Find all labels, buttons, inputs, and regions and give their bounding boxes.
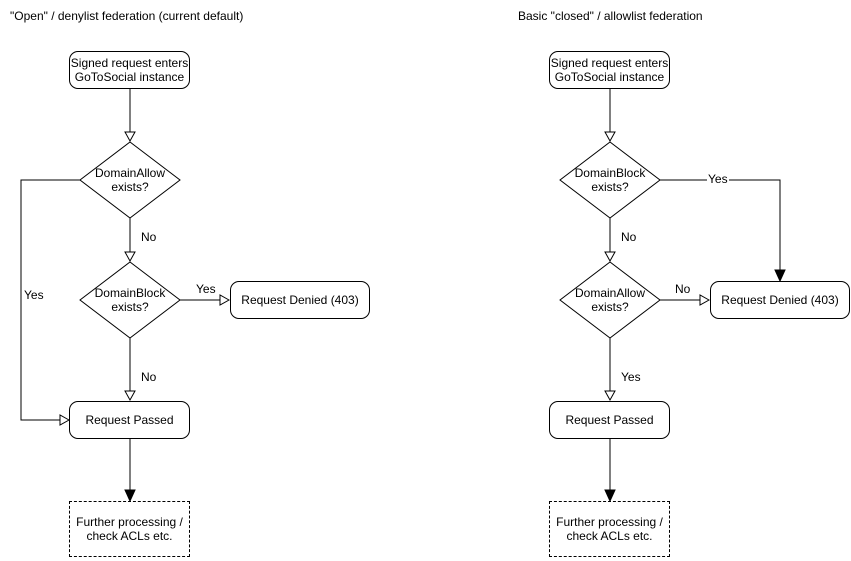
right-start-node: Signed request enters GoToSocial instanc…	[549, 51, 670, 89]
left-decision1-yes-label: Yes	[23, 288, 45, 302]
left-further-line1: Further processing /	[76, 515, 183, 529]
right-further-line2: check ACLs etc.	[566, 529, 653, 543]
arrowhead-left-decision1-no	[124, 251, 136, 263]
decision-diamond-right-2	[559, 261, 661, 339]
arrowhead-right-decision1-yes	[774, 269, 786, 283]
right-passed-label: Request Passed	[565, 413, 654, 427]
edge-left-decision1-yes	[20, 179, 80, 421]
arrowhead-right-passed-to-further	[604, 489, 616, 503]
right-decision1-no-label: No	[620, 230, 638, 244]
left-further-node: Further processing / check ACLs etc.	[69, 501, 190, 557]
edge-right-decision1-yes	[660, 179, 781, 270]
decision-diamond-left-1	[79, 141, 181, 219]
left-passed-label: Request Passed	[85, 413, 174, 427]
left-decision1-no-label: No	[140, 230, 158, 244]
right-denied-label: Request Denied (403)	[721, 293, 839, 307]
arrowhead-right-decision2-no	[699, 294, 711, 306]
right-decision1-yes-label: Yes	[707, 172, 729, 186]
left-start-line1: Signed request enters	[70, 56, 189, 70]
right-decision2-no-label: No	[674, 282, 692, 296]
decision-diamond-right-1	[559, 141, 661, 219]
left-denied-node: Request Denied (403)	[230, 281, 370, 319]
arrowhead-right-start-to-decision1	[604, 131, 616, 143]
left-decision2-yes-label: Yes	[195, 282, 217, 296]
right-further-line1: Further processing /	[556, 515, 663, 529]
left-decision2-no-label: No	[140, 370, 158, 384]
arrowhead-left-start-to-decision1	[124, 131, 136, 143]
left-start-node: Signed request enters GoToSocial instanc…	[69, 51, 190, 89]
decision-diamond-left-2	[79, 261, 181, 339]
left-start-line2: GoToSocial instance	[74, 70, 185, 84]
left-chart-title: "Open" / denylist federation (current de…	[10, 9, 244, 23]
left-passed-node: Request Passed	[69, 401, 190, 439]
arrowhead-left-decision2-yes	[219, 294, 231, 306]
left-further-line2: check ACLs etc.	[86, 529, 173, 543]
right-start-line2: GoToSocial instance	[554, 70, 665, 84]
arrowhead-left-decision1-yes	[59, 414, 71, 426]
right-passed-node: Request Passed	[549, 401, 670, 439]
right-start-line1: Signed request enters	[550, 56, 669, 70]
left-denied-label: Request Denied (403)	[241, 293, 359, 307]
arrowhead-left-decision2-no	[124, 390, 136, 402]
arrowhead-left-passed-to-further	[124, 489, 136, 503]
arrowhead-right-decision1-no	[604, 251, 616, 263]
right-chart-title: Basic "closed" / allowlist federation	[518, 9, 703, 23]
right-decision2-yes-label: Yes	[620, 370, 642, 384]
arrowhead-right-decision2-yes	[604, 390, 616, 402]
right-denied-node: Request Denied (403)	[710, 281, 850, 319]
right-further-node: Further processing / check ACLs etc.	[549, 501, 670, 557]
